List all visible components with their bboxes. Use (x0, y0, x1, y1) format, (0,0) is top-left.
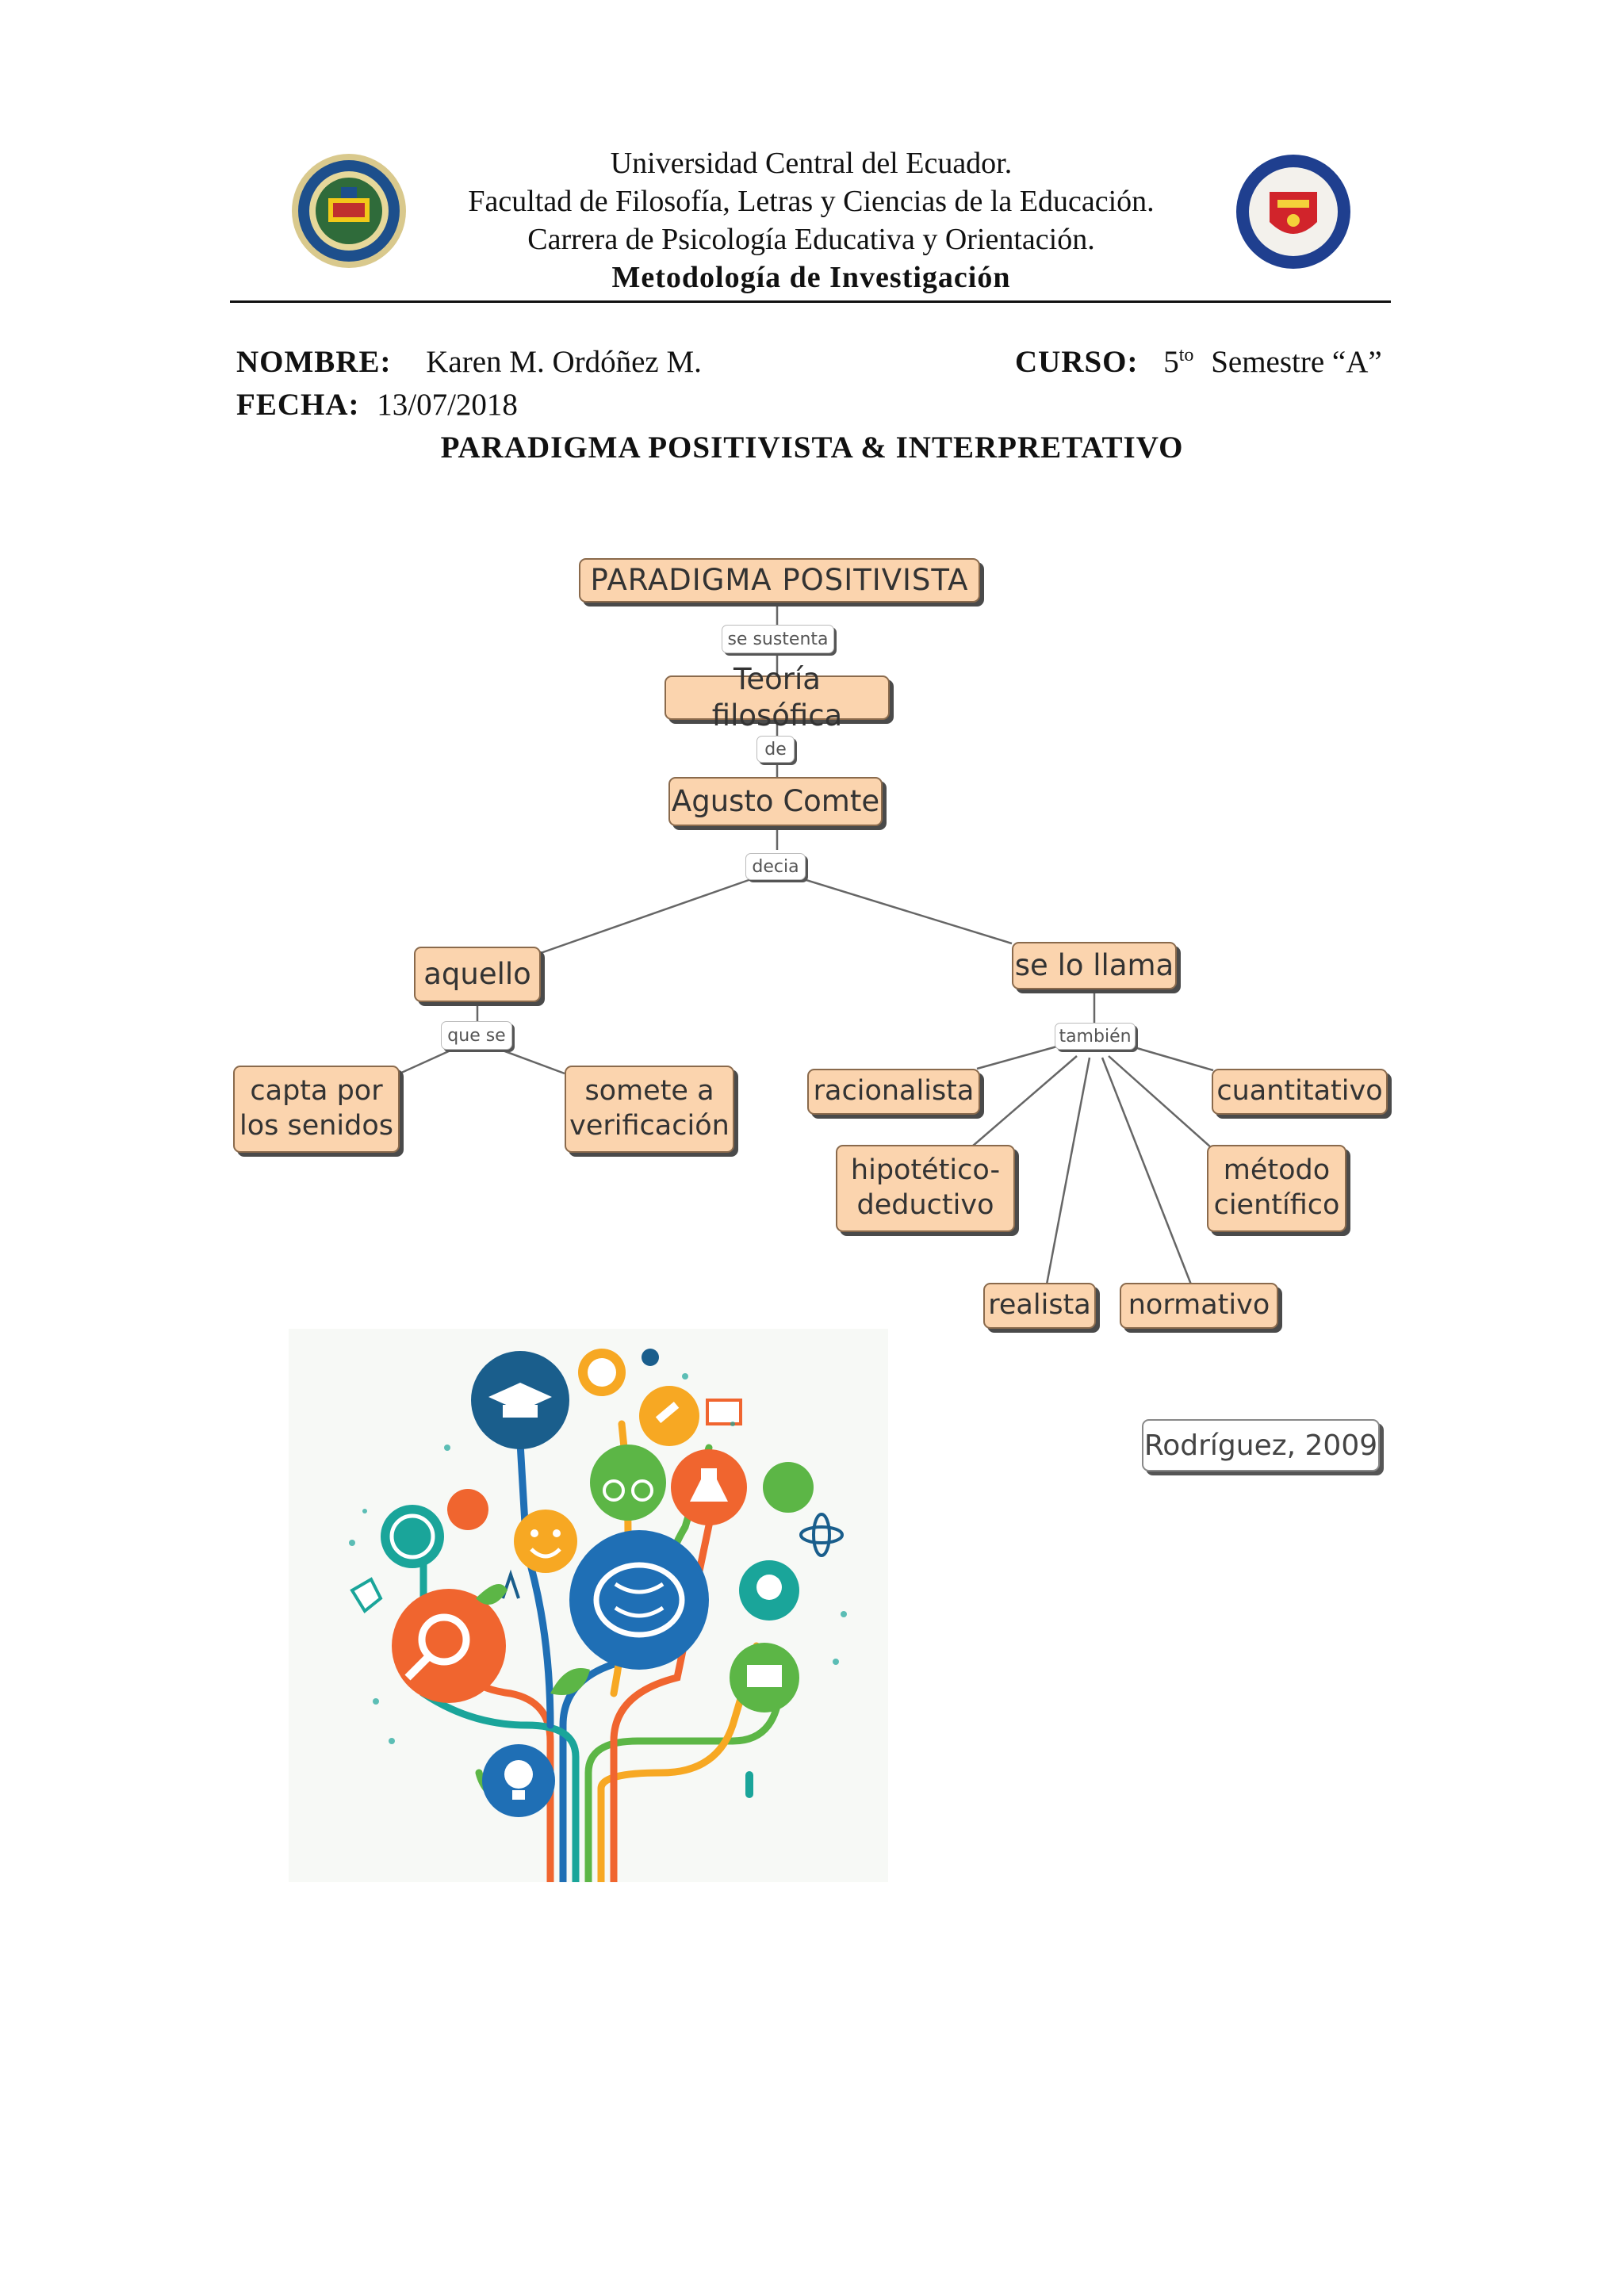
link-decia: decia (745, 853, 806, 880)
link-se-sustenta: se sustenta (722, 625, 834, 653)
concept-map-connectors (399, 603, 1214, 1285)
node-hipotetico-deductivo: hipotético- deductivo (836, 1145, 1015, 1232)
university-name: Universidad Central del Ecuador. (610, 147, 1013, 180)
node-capta-por-los-senidos: capta por los senidos (233, 1066, 400, 1153)
node-metodo-cientifico: método científico (1207, 1145, 1346, 1232)
node-normativo: normativo (1120, 1283, 1278, 1329)
node-cuantitativo: cuantitativo (1212, 1069, 1388, 1115)
citation-box: Rodríguez, 2009 (1142, 1419, 1380, 1471)
flask-icon (671, 1449, 747, 1525)
institution-header: Universidad Central del Ecuador. Faculta… (412, 144, 1210, 297)
node-realista: realista (983, 1283, 1096, 1329)
globe-icon (578, 1349, 626, 1396)
course-number: 5 (1163, 345, 1179, 379)
node-se-lo-llama: se lo llama (1012, 942, 1177, 989)
subject-name: Metodología de Investigación (611, 261, 1011, 294)
apple-icon (447, 1489, 488, 1530)
atom-icon (799, 1513, 844, 1557)
smiley-icon (514, 1510, 577, 1573)
paperclip-icon (745, 1771, 753, 1798)
node-aquello: aquello (414, 947, 541, 1002)
course-value: Semestre “A” (1211, 345, 1382, 379)
node-agusto-comte: Agusto Comte (668, 777, 883, 826)
scissors-icon (763, 1462, 814, 1513)
node-somete-a-verificacion: somete a verificación (565, 1066, 734, 1153)
name-value: Karen M. Ordóñez M. (426, 345, 702, 379)
world-map-icon (381, 1505, 444, 1568)
course-label: CURSO: (1015, 345, 1139, 379)
node-paradigma-positivista: PARADIGMA POSITIVISTA (579, 558, 980, 603)
magnifier-icon (392, 1589, 506, 1703)
name-label: NOMBRE: (236, 345, 392, 379)
pencil-icon (639, 1386, 699, 1446)
program-name: Carrera de Psicología Educativa y Orient… (527, 223, 1095, 256)
bicycle-icon (590, 1445, 666, 1521)
leaf-icon (476, 1584, 590, 1695)
book-icon (706, 1399, 742, 1425)
education-tree-illustration (289, 1329, 888, 1882)
course-line: CURSO: 5to Semestre “A” (1015, 344, 1382, 380)
pointer-hand-icon (350, 1577, 383, 1613)
faculty-seal-logo (1236, 155, 1350, 269)
graduation-cap-icon (471, 1351, 569, 1449)
date-label: FECHA: (236, 388, 360, 422)
lightbulb-icon (482, 1744, 555, 1817)
course-ordinal: to (1178, 345, 1194, 365)
link-tambien: también (1055, 1023, 1136, 1050)
earth-hands-icon (739, 1560, 799, 1621)
compass-icon (501, 1569, 520, 1599)
document-title: PARADIGMA POSITIVISTA & INTERPRETATIVO (440, 430, 1184, 465)
link-de: de (756, 736, 795, 763)
date-value: 13/07/2018 (377, 388, 518, 422)
name-line: NOMBRE: Karen M. Ordóñez M. (236, 344, 702, 380)
date-line: FECHA: 13/07/2018 (236, 387, 518, 423)
brain-icon (569, 1530, 709, 1670)
node-teoria-filosofica: Teoría filosófica (665, 662, 890, 733)
university-seal-logo (292, 154, 406, 268)
link-que-se: que se (441, 1021, 512, 1050)
node-racionalista: racionalista (807, 1069, 980, 1115)
whiteboard-icon (730, 1643, 799, 1712)
header-divider (230, 300, 1391, 303)
faculty-name: Facultad de Filosofía, Letras y Ciencias… (468, 185, 1155, 218)
gear-icon (642, 1349, 659, 1366)
